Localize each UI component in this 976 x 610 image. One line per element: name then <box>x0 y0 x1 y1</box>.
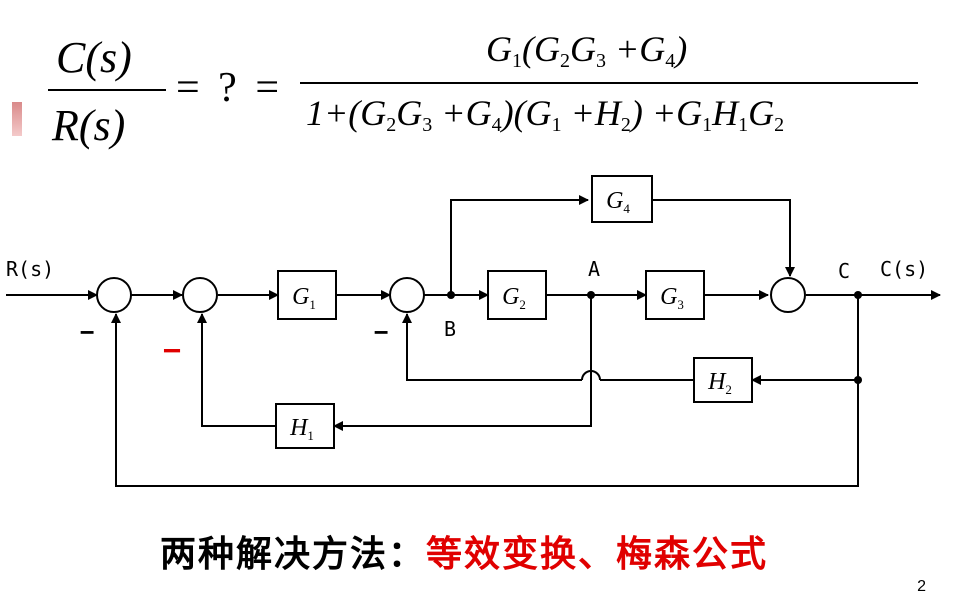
g1-label: G1 <box>292 284 316 312</box>
formula-term: H <box>712 93 739 133</box>
formula-term: )(G <box>501 93 552 133</box>
methods-list: 等效变换、梅森公式 <box>426 534 769 575</box>
node-a-label: A <box>588 257 600 281</box>
node-b-label: B <box>444 317 456 341</box>
formula-subscript: 3 <box>596 50 606 72</box>
input-label: R(s) <box>6 257 54 281</box>
page-number: 2 <box>917 578 926 595</box>
formula-subscript: 4 <box>665 50 676 72</box>
formula-subscript: 3 <box>422 114 433 136</box>
formula-term: G <box>748 93 775 133</box>
g4-label: G4 <box>606 188 630 216</box>
node-c-label: C <box>838 259 850 283</box>
sum-junction-4 <box>770 277 806 313</box>
formula-subscript: 1 <box>512 50 522 72</box>
formula-term: G <box>570 29 596 69</box>
sum-junction-1 <box>96 277 132 313</box>
formula-subscript: 2 <box>620 114 631 136</box>
g2-label: G2 <box>502 284 526 312</box>
h2-to-sum3 <box>402 313 582 381</box>
formula-term: 1+(G <box>306 93 387 133</box>
block-diagram: G1 G2 G3 G4 H2 H1 R(s) C(s) A B C − − − <box>6 175 941 487</box>
block-h1 <box>275 403 335 449</box>
formula-subscript: 1 <box>738 114 749 136</box>
block-g2 <box>487 270 547 320</box>
slide-accent-bar <box>12 102 22 136</box>
formula-term: G <box>396 93 423 133</box>
formula-term: ) +G <box>630 93 703 133</box>
sum-junction-2 <box>182 277 218 313</box>
transfer-function-equation: C(s) R(s) = ? = G1(G2G3 +G4) 1+(G2G3 +G4… <box>0 0 976 170</box>
minus-sign-1: − <box>80 318 94 346</box>
a-to-h1 <box>333 295 592 431</box>
rhs-numerator: G1(G2G3 +G4) <box>486 28 687 73</box>
lhs-numerator: C(s) <box>56 33 132 82</box>
branch-point-h2 <box>854 376 862 384</box>
block-h2 <box>693 357 753 403</box>
b-to-g4 <box>450 195 589 295</box>
lhs-fraction-bar <box>48 89 166 91</box>
formula-term: (G <box>522 29 560 69</box>
formula-subscript: 1 <box>702 114 713 136</box>
formula-subscript: 2 <box>774 114 785 136</box>
formula-subscript: 2 <box>560 50 570 72</box>
formula-subscript: 4 <box>491 114 502 136</box>
formula-term: +G <box>432 93 492 133</box>
sum-junction-3 <box>389 277 425 313</box>
unity-feedback <box>111 313 859 487</box>
h1-to-sum2 <box>197 313 276 427</box>
formula-term: +H <box>561 93 621 133</box>
block-g4 <box>591 175 653 223</box>
rhs-denominator: 1+(G2G3 +G4)(G1 +H2) +G1H1G2 <box>306 92 784 137</box>
lhs-denominator: R(s) <box>52 101 126 150</box>
rhs-fraction-bar <box>300 82 918 84</box>
branch-point-b <box>447 291 455 299</box>
methods-label: 两种解决方法： <box>160 534 427 575</box>
g4-to-sum4 <box>652 199 795 277</box>
minus-sign-2-red: − <box>163 333 181 368</box>
formula-subscript: 1 <box>551 114 562 136</box>
formula-term: ) <box>675 29 688 69</box>
block-g3 <box>645 270 705 320</box>
footer-text: 两种解决方法：等效变换、梅森公式 <box>160 525 768 577</box>
equals-question: = ? = <box>176 65 284 111</box>
branch-point-c <box>854 291 862 299</box>
minus-sign-3: − <box>374 318 388 346</box>
g3-label: G3 <box>660 284 684 312</box>
formula-subscript: 2 <box>386 114 397 136</box>
output-label: C(s) <box>880 257 928 281</box>
branch-point-a <box>587 291 595 299</box>
h2-label: H2 <box>707 369 732 397</box>
h1-label: H1 <box>289 415 314 443</box>
formula-term: G <box>486 29 512 69</box>
block-g1 <box>277 270 337 320</box>
formula-term: +G <box>606 29 666 69</box>
